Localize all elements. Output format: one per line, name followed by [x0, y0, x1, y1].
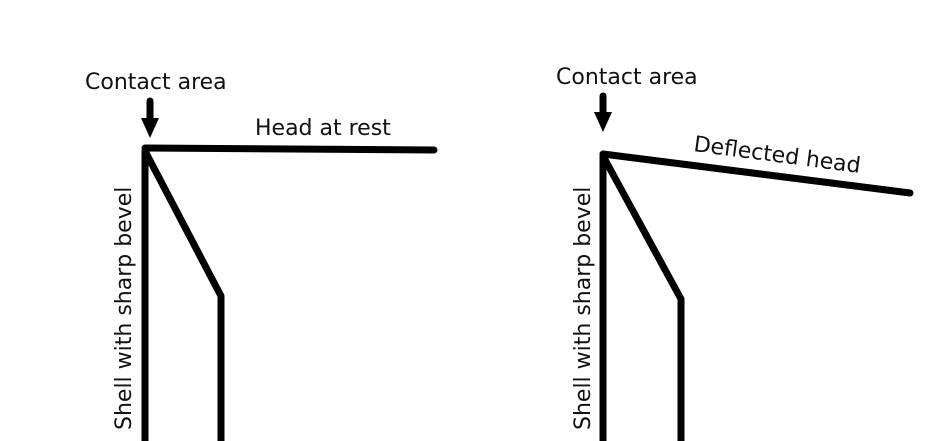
shell-outline-deflected [599, 152, 685, 441]
contact-area-label-deflected: Contact area [556, 65, 698, 90]
panel-deflected: Contact area Deflected head Shell with s… [556, 65, 914, 441]
shell-outline-rest [141, 147, 225, 441]
shell-label-rest: Shell with sharp bevel [112, 187, 137, 430]
head-at-rest-label: Head at rest [255, 116, 391, 141]
contact-arrow-head-deflected [594, 112, 612, 132]
shell-label-deflected: Shell with sharp bevel [571, 187, 596, 430]
panel-rest: Contact area Head at rest Shell with sha… [85, 70, 438, 441]
contact-area-label-rest: Contact area [85, 70, 227, 95]
head-line-rest [141, 144, 438, 154]
contact-arrow-rest [141, 97, 159, 138]
contact-arrow-deflected [594, 92, 612, 132]
contact-arrow-head-rest [141, 118, 159, 138]
head-line-deflected [599, 150, 914, 197]
